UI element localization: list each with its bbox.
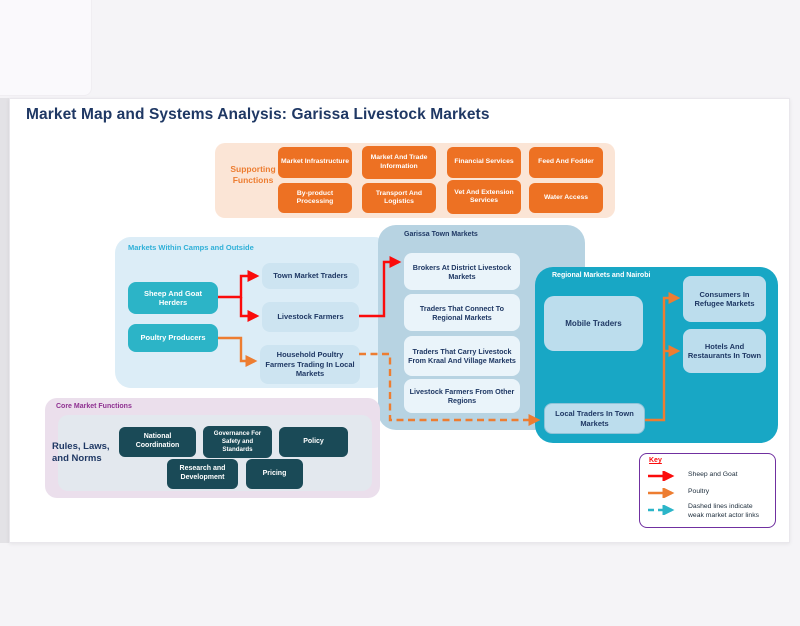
- key-poultry-label: Poultry: [688, 488, 710, 495]
- garissa-town-markets-label: Garissa Town Markets: [404, 231, 478, 238]
- window-tab-shape: [0, 0, 92, 96]
- key-weak-link-arrow-icon: [648, 505, 675, 515]
- box-brokers-district-markets: Brokers At District Livestock Markets: [404, 253, 520, 290]
- box-consumers-refugee-markets: Consumers In Refugee Markets: [683, 276, 766, 322]
- box-livestock-farmers: Livestock Farmers: [262, 302, 359, 332]
- supporting-box-transport-logistics: Transport And Logistics: [362, 183, 436, 213]
- box-governance-safety-standards: Governance For Safety and Standards: [203, 426, 272, 458]
- key-poultry-arrow-icon: [648, 488, 675, 498]
- camps-markets-label: Markets Within Camps and Outside: [128, 243, 254, 252]
- box-traders-carry-kraal: Traders That Carry Livestock From Kraal …: [404, 336, 520, 376]
- supporting-box-financial-services: Financial Services: [447, 147, 521, 178]
- left-gutter: [0, 98, 9, 543]
- key-legend-box: [639, 453, 776, 528]
- box-hotels-restaurants: Hotels And Restaurants In Town: [683, 329, 766, 373]
- key-sheep-goat-arrow-icon: [648, 471, 675, 481]
- box-mobile-traders: Mobile Traders: [544, 296, 643, 351]
- page-title: Market Map and Systems Analysis: Garissa…: [26, 106, 490, 123]
- supporting-box-byproduct-processing: By-product Processing: [278, 183, 352, 213]
- supporting-box-market-trade-information: Market And Trade Information: [362, 146, 436, 179]
- box-national-coordination: National Coordination: [119, 427, 196, 457]
- supporting-box-feed-fodder: Feed And Fodder: [529, 147, 603, 178]
- supporting-box-market-infrastructure: Market Infrastructure: [278, 147, 352, 178]
- box-research-development: Research and Development: [167, 459, 238, 489]
- box-sheep-goat-herders: Sheep And Goat Herders: [128, 282, 218, 314]
- box-policy: Policy: [279, 427, 348, 457]
- supporting-box-vet-extension: Vet And Extension Services: [447, 180, 521, 214]
- rules-laws-norms-label: Rules, Laws, and Norms: [52, 441, 110, 465]
- core-market-functions-label: Core Market Functions: [56, 403, 132, 410]
- supporting-box-water-access: Water Access: [529, 183, 603, 213]
- regional-markets-label: Regional Markets and Nairobi: [552, 272, 651, 279]
- key-title: Key: [649, 457, 662, 464]
- supporting-functions-label: Supporting Functions: [230, 164, 276, 186]
- box-traders-connect-regional: Traders That Connect To Regional Markets: [404, 294, 520, 331]
- key-weak-link-label: Dashed lines indicate weak market actor …: [688, 503, 760, 519]
- box-local-traders-town-markets: Local Traders In Town Markets: [544, 403, 645, 434]
- box-pricing: Pricing: [246, 459, 303, 489]
- box-town-market-traders: Town Market Traders: [262, 263, 359, 289]
- box-livestock-farmers-other-regions: Livestock Farmers From Other Regions: [404, 379, 520, 413]
- box-poultry-producers: Poultry Producers: [128, 324, 218, 352]
- box-household-poultry-farmers: Household Poultry Farmers Trading In Loc…: [260, 345, 360, 384]
- key-sheep-goat-label: Sheep and Goat: [688, 471, 738, 478]
